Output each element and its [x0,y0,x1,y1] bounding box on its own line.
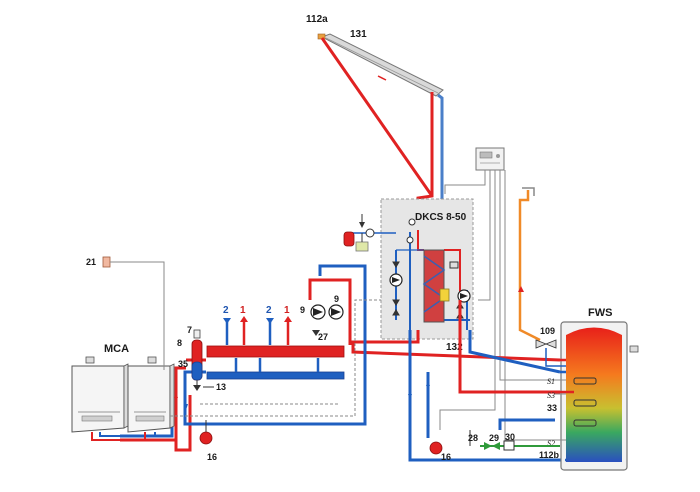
label-29: 29 [489,433,499,443]
recirc-pump-icon [503,440,515,451]
air-vent-icon [193,329,201,339]
flow-arrow-icon [377,75,387,81]
controller-wires [439,170,555,441]
sensor-wire [110,261,165,370]
tank-sensor-lines [555,379,566,441]
hydraulic-separator-cold [191,361,203,381]
label-27: 27 [318,332,328,342]
expansion-vessel-left-icon [199,431,213,445]
label-112b: 112b [539,450,560,460]
flow-arrows [174,380,430,410]
station-ref-132: 132 [446,342,463,353]
label-s3: S3 [547,391,555,400]
station-pump-left-icon [389,273,403,287]
drain-valve-icon [193,385,201,391]
collection-container-icon [355,241,369,252]
label-16-left: 16 [207,452,217,462]
dhw-line [518,190,541,342]
label-35: 35 [178,359,188,369]
circuit-arrows [223,316,292,324]
expansion-vessel-right-icon [429,441,443,455]
label-28: 28 [468,433,478,443]
heating-circuits [225,318,320,372]
solar-controller [475,147,505,171]
tank-coil-upper-icon [573,377,597,385]
tank-load-pump-right-icon [328,304,344,320]
circuit-label-1a: 1 [240,305,246,316]
recirc-valve-icon [484,442,500,450]
circuit-label-2b: 2 [266,305,272,316]
check-valve-icon [312,330,320,336]
boiler-left [71,356,129,433]
station-pump-right-icon [457,289,471,303]
diverter-valve-icon [439,288,450,302]
tank-load-pump-left-icon [310,304,326,320]
circuit-label-2a: 2 [223,305,229,316]
cold-header [206,371,345,380]
label-109: 109 [540,326,555,336]
label-pump-9-right: 9 [334,294,339,304]
solar-expansion-group [343,214,396,252]
label-30: 30 [505,432,515,442]
dhw-flow-arrow-icon [518,286,524,292]
label-8: 8 [177,338,182,348]
label-131: 131 [350,29,367,40]
label-33: 33 [547,403,557,413]
label-21: 21 [86,257,96,267]
tank-title: FWS [588,307,612,319]
control-wires [170,299,381,417]
tank-stratification [566,327,622,462]
label-s1: S1 [547,377,555,386]
mixing-valve-109-icon [535,339,557,349]
heat-exchanger [423,249,445,323]
label-112a: 112a [306,14,328,25]
boilers-title: MCA [104,343,129,355]
station-title: DKCS 8-50 [415,212,467,223]
dhw-tap-icon [522,187,535,196]
hot-header [206,345,345,358]
solar-expansion-vessel-icon [343,231,355,247]
solar-collector [317,33,444,97]
boiler-connections [91,432,176,441]
tank-coil-middle-icon [573,399,597,407]
boiler-right [127,356,175,433]
label-s2: S2 [547,439,555,448]
label-pump-9-left: 9 [300,305,305,315]
tank-coil-lower-icon [573,419,597,427]
pressure-gauge-icon [365,228,375,238]
tank-anode-icon [629,345,639,353]
circuit-label-1b: 1 [284,305,290,316]
tank-coil-pipes [560,358,574,462]
outside-sensor-icon [102,256,111,268]
label-16-right: 16 [441,452,451,462]
heat-exchanger-coil-icon [422,255,446,313]
label-13: 13 [216,382,226,392]
label-7: 7 [187,325,192,335]
